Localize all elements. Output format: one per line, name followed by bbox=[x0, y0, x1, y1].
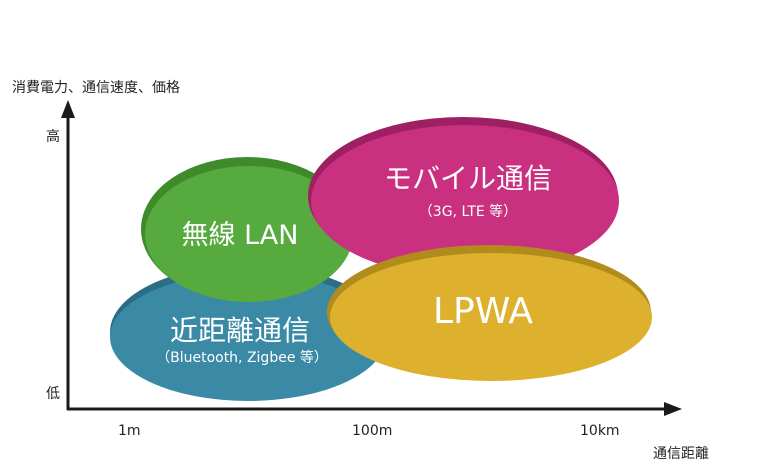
short-range-ellipse bbox=[110, 273, 386, 401]
y-axis-arrow-icon bbox=[61, 100, 75, 118]
mobile-subtitle: （3G, LTE 等） bbox=[419, 203, 517, 220]
y-axis-low-label: 低 bbox=[46, 386, 60, 402]
x-axis-arrow-icon bbox=[664, 402, 682, 416]
lpwa-ellipse bbox=[330, 253, 652, 381]
mobile-title: モバイル通信 bbox=[384, 162, 552, 195]
x-tick-1m: 1m bbox=[118, 423, 141, 439]
y-axis-label: 消費電力、通信速度、価格 bbox=[12, 80, 180, 96]
region-short-range: 近距離通信 （Bluetooth, Zigbee 等） bbox=[110, 265, 386, 401]
mobile-ellipse bbox=[311, 125, 619, 277]
region-wireless-lan: 無線 LAN bbox=[141, 157, 353, 302]
axes bbox=[61, 100, 682, 416]
region-mobile: モバイル通信 （3G, LTE 等） bbox=[308, 117, 619, 277]
x-tick-10km: 10km bbox=[580, 423, 620, 439]
short-range-subtitle: （Bluetooth, Zigbee 等） bbox=[156, 349, 328, 366]
x-axis-label: 通信距離 bbox=[653, 445, 709, 462]
region-lpwa: LPWA bbox=[327, 245, 652, 381]
x-tick-100m: 100m bbox=[352, 423, 392, 439]
wireless-lan-title: 無線 LAN bbox=[182, 220, 299, 251]
lpwa-title: LPWA bbox=[433, 291, 533, 332]
wireless-lan-ellipse bbox=[145, 166, 353, 302]
y-axis-high-label: 高 bbox=[46, 128, 60, 145]
short-range-title: 近距離通信 bbox=[170, 314, 310, 347]
